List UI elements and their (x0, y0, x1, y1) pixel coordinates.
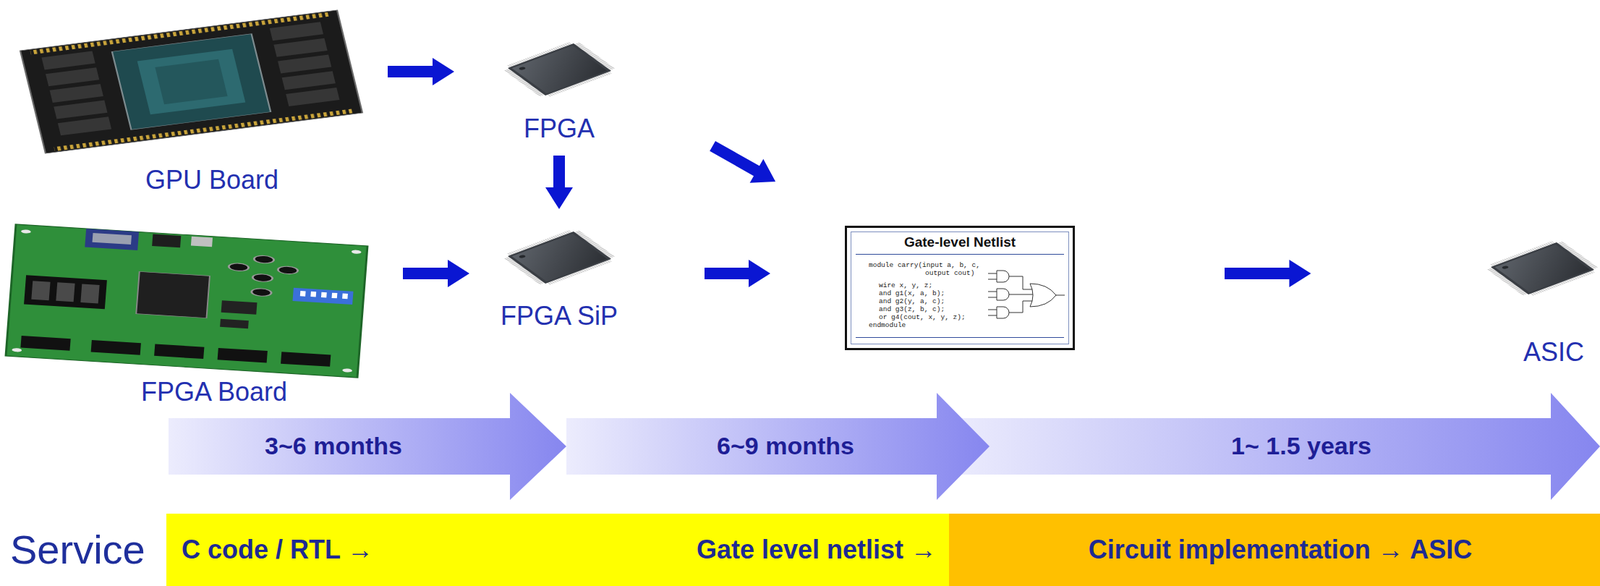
footer-rule (855, 337, 1065, 338)
flow-arrow (1224, 259, 1311, 288)
phase-arrow: 3~6 months (168, 392, 567, 500)
part-label: GPU Board (145, 164, 279, 195)
service-step: C code / RTL → (181, 535, 374, 565)
service-step: Circuit implementation → ASIC (1088, 535, 1473, 565)
code-block: module carry(input a, b, c,output cout) w… (868, 261, 981, 330)
fpga-board-illustration (0, 211, 384, 385)
service-step: Gate level netlist → (696, 535, 937, 565)
code-line: and g2(y, a, c); (878, 297, 981, 306)
arrow-body (949, 392, 1600, 500)
code-line: output cout) (925, 269, 981, 278)
netlist-title: Gate-level Netlist (855, 234, 1065, 255)
board-node: GPU Board (0, 8, 369, 203)
duration-label: 1~ 1.5 years (1231, 432, 1372, 460)
service-band: Circuit implementation → ASIC (949, 513, 1600, 586)
code-line: wire x, y, z; (878, 281, 981, 290)
part-label: FPGA (523, 113, 595, 144)
service-band: C code / RTL → Gate level netlist → (166, 513, 950, 586)
chip-node: FPGA (497, 36, 621, 147)
code-line: and g1(x, a, b); (878, 289, 981, 298)
gpu-board-illustration (0, 8, 369, 161)
phase-arrow: 1~ 1.5 years (949, 392, 1600, 500)
part-label: FPGA SiP (500, 300, 618, 331)
part-label: ASIC (1523, 337, 1585, 367)
code-line: and g3(z, b, c); (878, 305, 981, 314)
flow-arrow (704, 259, 771, 288)
fpga-chip-illustration (504, 40, 615, 102)
board-node: FPGA Board (0, 211, 384, 411)
code-line: or g4(cout, x, y, z); (878, 313, 981, 322)
flow-arrow (545, 155, 573, 210)
code-line: module carry(input a, b, c, (868, 261, 981, 270)
code-line: endmodule (868, 321, 981, 330)
netlist-box: Gate-level Netlist module carry(input a, … (844, 225, 1075, 351)
gate-schematic (986, 269, 1068, 322)
duration-label: 3~6 months (264, 432, 403, 460)
arrow-body (168, 392, 567, 500)
flow-arrow (387, 57, 455, 86)
flow-arrow (709, 141, 776, 184)
phase-arrow: 6~9 months (566, 392, 990, 500)
fpga-sip-chip-illustration (504, 228, 615, 291)
part-label: FPGA Board (141, 376, 288, 407)
arrow-body (566, 392, 990, 500)
flow-arrow (402, 259, 470, 288)
duration-label: 6~9 months (716, 432, 855, 460)
chip-node: ASIC (1468, 235, 1600, 371)
chip-node: FPGA SiP (497, 224, 622, 335)
asic-chip-illustration (1487, 239, 1598, 301)
row-label: Service (10, 527, 146, 573)
